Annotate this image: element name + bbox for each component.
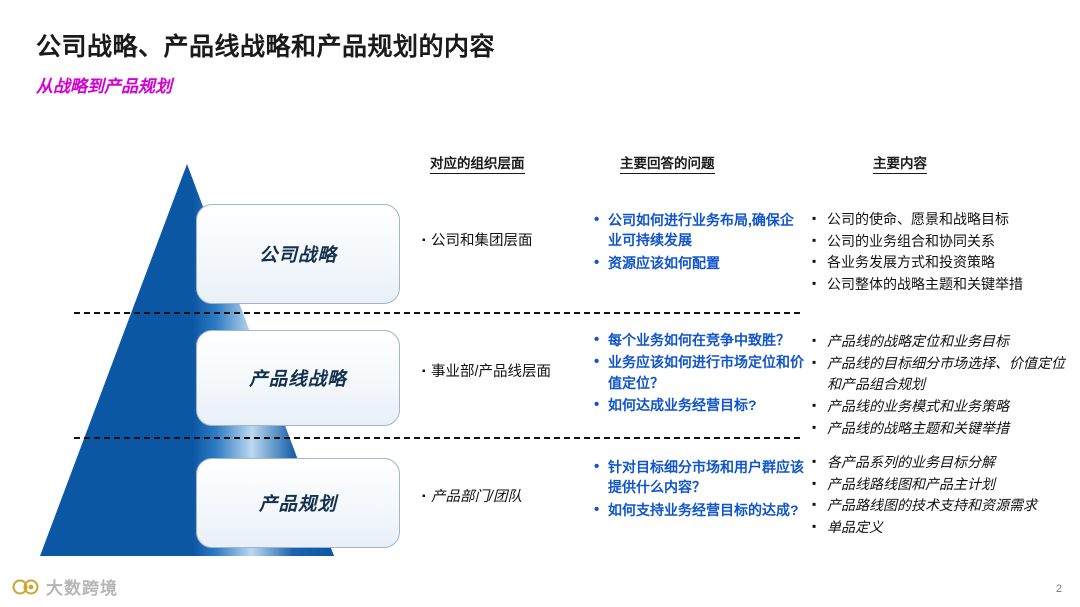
content-product-line-strategy: 产品线的战略定位和业务目标 产品线的目标细分市场选择、价值定位和产品组合规划 产… [812,331,1074,439]
question-item: 资源应该如何配置 [592,252,807,274]
watermark-text: 大数跨境 [46,579,118,598]
level-label-product-planning: 产品规划 [258,493,337,514]
brand-logo-icon [12,579,39,594]
org-level-corporate-text: 公司和集团层面 [431,233,533,249]
level-box-product-line-strategy: 产品线战略 [196,330,400,426]
question-item: 如何达成业务经营目标? [592,394,807,416]
level-label-product-line-strategy: 产品线战略 [249,368,347,389]
content-item: 单品定义 [812,517,1074,539]
questions-corporate-strategy: 公司如何进行业务布局,确保企业可持续发展 资源应该如何配置 [592,209,807,275]
question-item: 公司如何进行业务布局,确保企业可持续发展 [592,209,807,251]
questions-product-planning: 针对目标细分市场和用户群应该提供什么内容？ 如何支持业务经营目标的达成? [592,456,807,522]
content-item: 产品线的战略定位和业务目标 [812,331,1074,353]
level-box-corporate-strategy: 公司战略 [196,204,400,304]
watermark: 大数跨境 [12,574,118,599]
content-item: 各产品系列的业务目标分解 [812,452,1074,474]
page-number: 2 [1055,583,1062,595]
org-level-product-line-text: 事业部/产品线层面 [431,364,552,380]
questions-product-line-strategy: 每个业务如何在竞争中致胜？ 业务应该如何进行市场定位和价值定位？ 如何达成业务经… [592,329,807,417]
level-box-product-planning: 产品规划 [196,458,400,548]
content-product-planning: 各产品系列的业务目标分解 产品线路线图和产品主计划 产品路线图的技术支持和资源需… [812,452,1074,539]
square-bullet-icon: ▪ [422,491,426,502]
square-bullet-icon: ▪ [422,235,426,246]
content-item: 公司整体的战略主题和关键举措 [812,274,1074,296]
content-item: 公司的使命、愿景和战略目标 [812,209,1074,231]
content-item: 产品线路线图和产品主计划 [812,474,1074,496]
content-corporate-strategy: 公司的使命、愿景和战略目标 公司的业务组合和协同关系 各业务发展方式和投资策略 … [812,209,1074,296]
column-header-org: 对应的组织层面 [430,152,525,174]
page-subtitle: 从战略到产品规划 [36,77,172,96]
org-level-product-team-text: 产品部门/团队 [431,489,523,505]
content-item: 产品线的业务模式和业务策略 [812,396,1074,418]
org-level-product-team: ▪ 产品部门/团队 [422,485,597,506]
question-item: 每个业务如何在竞争中致胜？ [592,329,807,351]
column-header-questions: 主要回答的问题 [620,152,715,174]
org-level-corporate: ▪ 公司和集团层面 [422,229,597,250]
question-item: 针对目标细分市场和用户群应该提供什么内容？ [592,456,807,498]
content-item: 产品线的目标细分市场选择、价值定位和产品组合规划 [812,353,1074,396]
divider-strategy-productline [74,312,800,314]
content-item: 产品路线图的技术支持和资源需求 [812,495,1074,517]
content-item: 公司的业务组合和协同关系 [812,231,1074,253]
divider-productline-planning [74,437,800,439]
content-item: 产品线的战略主题和关键举措 [812,418,1074,440]
page-title: 公司战略、产品线战略和产品规划的内容 [36,33,496,61]
square-bullet-icon: ▪ [422,366,426,377]
question-item: 业务应该如何进行市场定位和价值定位？ [592,351,807,393]
column-header-content: 主要内容 [873,152,927,174]
org-level-product-line: ▪ 事业部/产品线层面 [422,360,597,381]
level-label-corporate-strategy: 公司战略 [258,244,337,265]
content-item: 各业务发展方式和投资策略 [812,252,1074,274]
question-item: 如何支持业务经营目标的达成? [592,499,807,521]
